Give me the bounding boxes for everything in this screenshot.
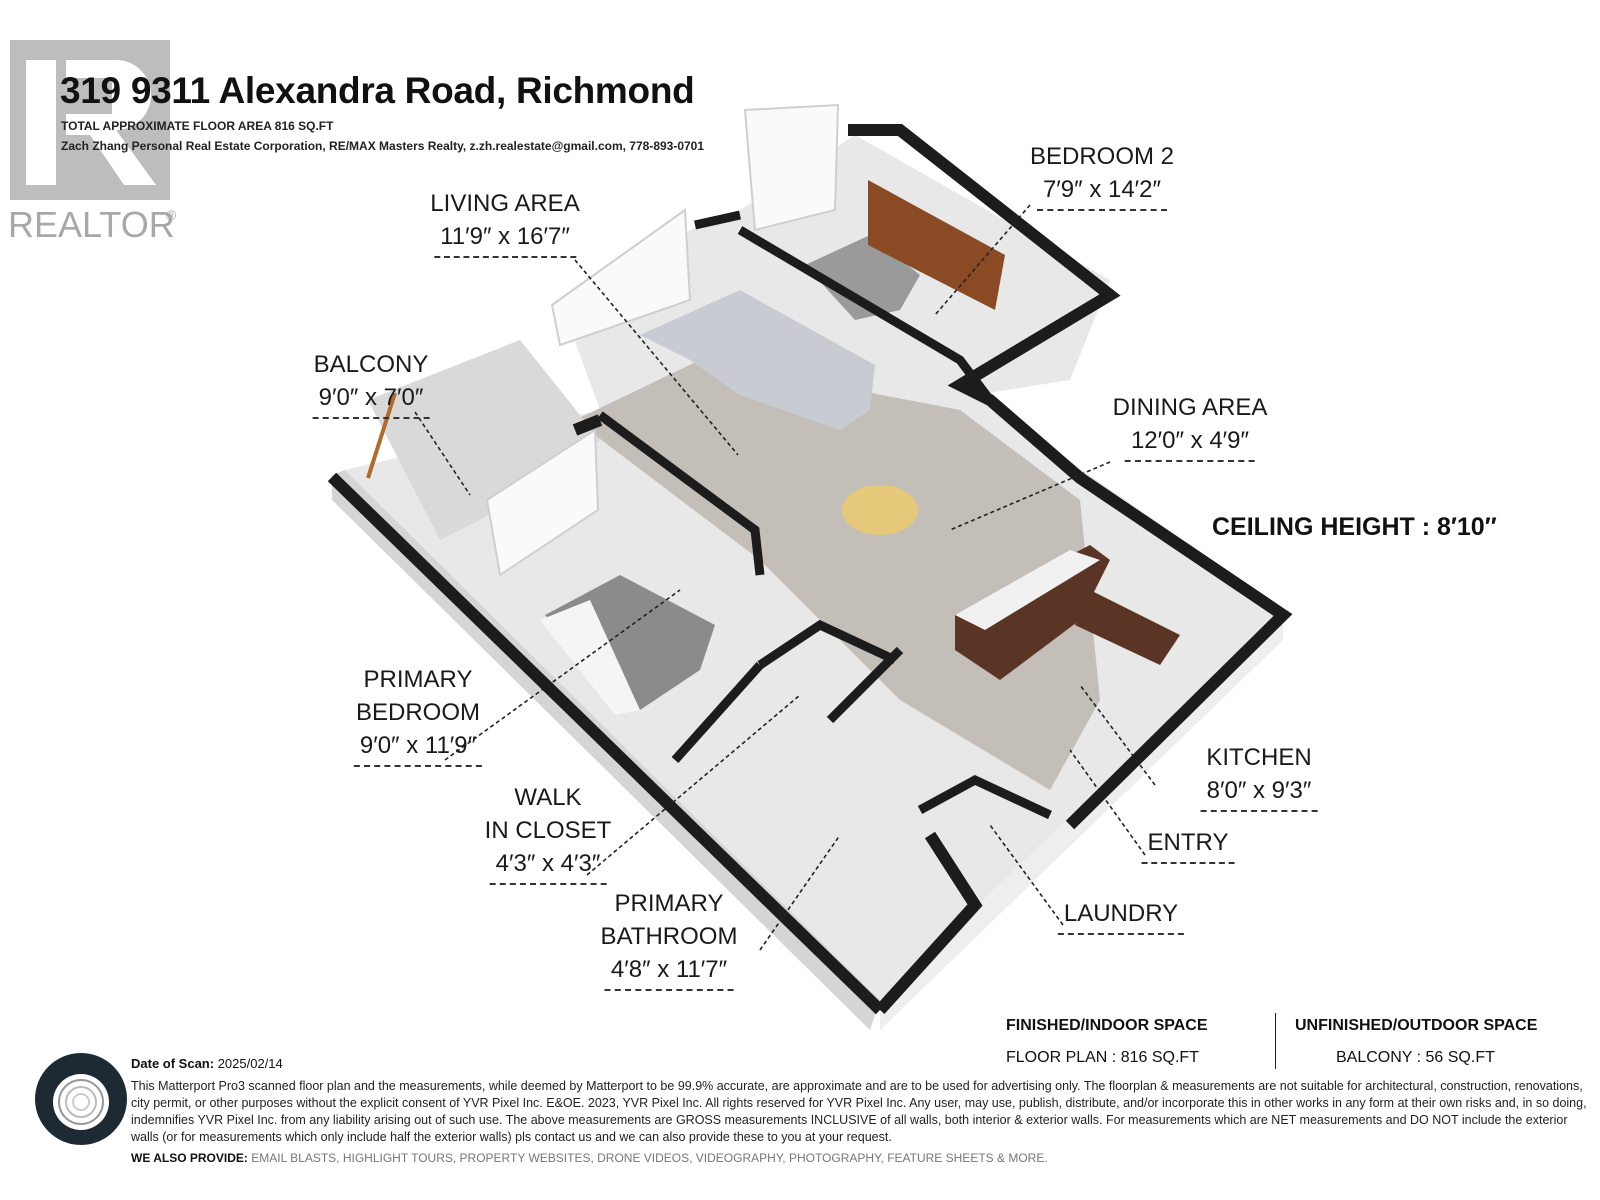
room-name: LAUNDRY xyxy=(1057,897,1185,935)
leader-lines xyxy=(414,204,1156,951)
bookcase xyxy=(868,180,1005,310)
scan-date: Date of Scan: 2025/02/14 xyxy=(131,1056,283,1071)
room-label-dining-area: DINING AREA 12′0″ x 4′9″ xyxy=(1112,391,1268,462)
room-dims: 12′0″ x 4′9″ xyxy=(1124,424,1256,462)
finished-space-title: FINISHED/INDOOR SPACE xyxy=(1006,1017,1208,1034)
room-name: BEDROOM 2 xyxy=(1029,143,1175,170)
realtor-logo: REALTOR ® xyxy=(8,40,177,245)
room-dims: 9′0″ x 7′0″ xyxy=(312,381,430,419)
sofa xyxy=(640,290,875,430)
area-divider xyxy=(1275,1013,1276,1069)
exterior-walls xyxy=(327,124,1293,1015)
unfinished-space-value: BALCONY : 56 SQ.FT xyxy=(1336,1049,1495,1066)
dining-table xyxy=(842,485,918,535)
room-dims: 11′9″ x 16′7″ xyxy=(434,220,576,258)
svg-text:REALTOR: REALTOR xyxy=(8,204,175,245)
scan-date-value: 2025/02/14 xyxy=(217,1056,283,1071)
total-area: TOTAL APPROXIMATE FLOOR AREA 816 SQ.FT xyxy=(61,119,334,133)
kitchen-island xyxy=(955,545,1110,680)
room-label-walk-in-closet: WALK IN CLOSET 4′3″ x 4′3″ xyxy=(484,781,612,885)
room-dims: 7′9″ x 14′2″ xyxy=(1036,173,1168,211)
page-title: 319 9311 Alexandra Road, Richmond xyxy=(60,70,695,111)
room-name: BALCONY xyxy=(313,351,429,378)
room-name: WALK xyxy=(514,784,582,811)
provide-items: EMAIL BLASTS, HIGHLIGHT TOURS, PROPERTY … xyxy=(251,1151,1048,1165)
room-dims: 4′8″ x 11′7″ xyxy=(604,953,734,991)
room-label-living-area: LIVING AREA 11′9″ x 16′7″ xyxy=(430,187,580,258)
room-name: IN CLOSET xyxy=(484,817,612,844)
svg-text:®: ® xyxy=(166,207,177,223)
kitchen-counter xyxy=(1075,590,1180,665)
unfinished-space-title: UNFINISHED/OUTDOOR SPACE xyxy=(1295,1017,1538,1034)
yvr-pixel-logo xyxy=(35,1053,127,1145)
balcony-floor xyxy=(368,340,600,540)
room-label-primary-bedroom: PRIMARY BEDROOM 9′0″ x 11′9″ xyxy=(353,663,483,767)
disclaimer: This Matterport Pro3 scanned floor plan … xyxy=(131,1079,1587,1144)
finished-space-value: FLOOR PLAN : 816 SQ.FT xyxy=(1006,1049,1199,1066)
room-name: LIVING AREA xyxy=(430,190,580,217)
room-name: BATHROOM xyxy=(600,923,738,950)
room-label-laundry: LAUNDRY xyxy=(1057,897,1185,935)
room-label-bedroom-2: BEDROOM 2 7′9″ x 14′2″ xyxy=(1030,140,1174,211)
provide-label: WE ALSO PROVIDE: xyxy=(131,1151,248,1165)
ceiling-height: CEILING HEIGHT : 8′10″ xyxy=(1212,513,1497,541)
wood-floor xyxy=(575,360,1100,790)
room-name: KITCHEN xyxy=(1206,744,1312,771)
room-label-entry: ENTRY xyxy=(1141,826,1235,864)
interior-walls xyxy=(597,210,1052,820)
room-name: PRIMARY xyxy=(363,666,473,693)
room-name: BEDROOM xyxy=(355,699,481,726)
room-dims: 4′3″ x 4′3″ xyxy=(489,847,607,885)
also-provide: WE ALSO PROVIDE: EMAIL BLASTS, HIGHLIGHT… xyxy=(131,1151,1048,1165)
room-label-primary-bathroom: PRIMARY BATHROOM 4′8″ x 11′7″ xyxy=(600,887,738,991)
room-label-kitchen: KITCHEN 8′0″ x 9′3″ xyxy=(1200,741,1318,812)
agent-info: Zach Zhang Personal Real Estate Corporat… xyxy=(61,139,705,153)
room-dims: 8′0″ x 9′3″ xyxy=(1200,774,1318,812)
room-label-balcony: BALCONY 9′0″ x 7′0″ xyxy=(312,348,430,419)
windows xyxy=(485,103,840,577)
room-name: DINING AREA xyxy=(1112,394,1268,421)
primary-bed-sheet xyxy=(540,600,640,715)
room-dims: 9′0″ x 11′9″ xyxy=(353,729,483,767)
kitchen-island-top xyxy=(955,550,1100,630)
scan-date-label: Date of Scan: xyxy=(131,1056,215,1071)
balcony-railing xyxy=(366,392,397,479)
room-name: ENTRY xyxy=(1141,826,1235,864)
room-name: PRIMARY xyxy=(614,890,724,917)
